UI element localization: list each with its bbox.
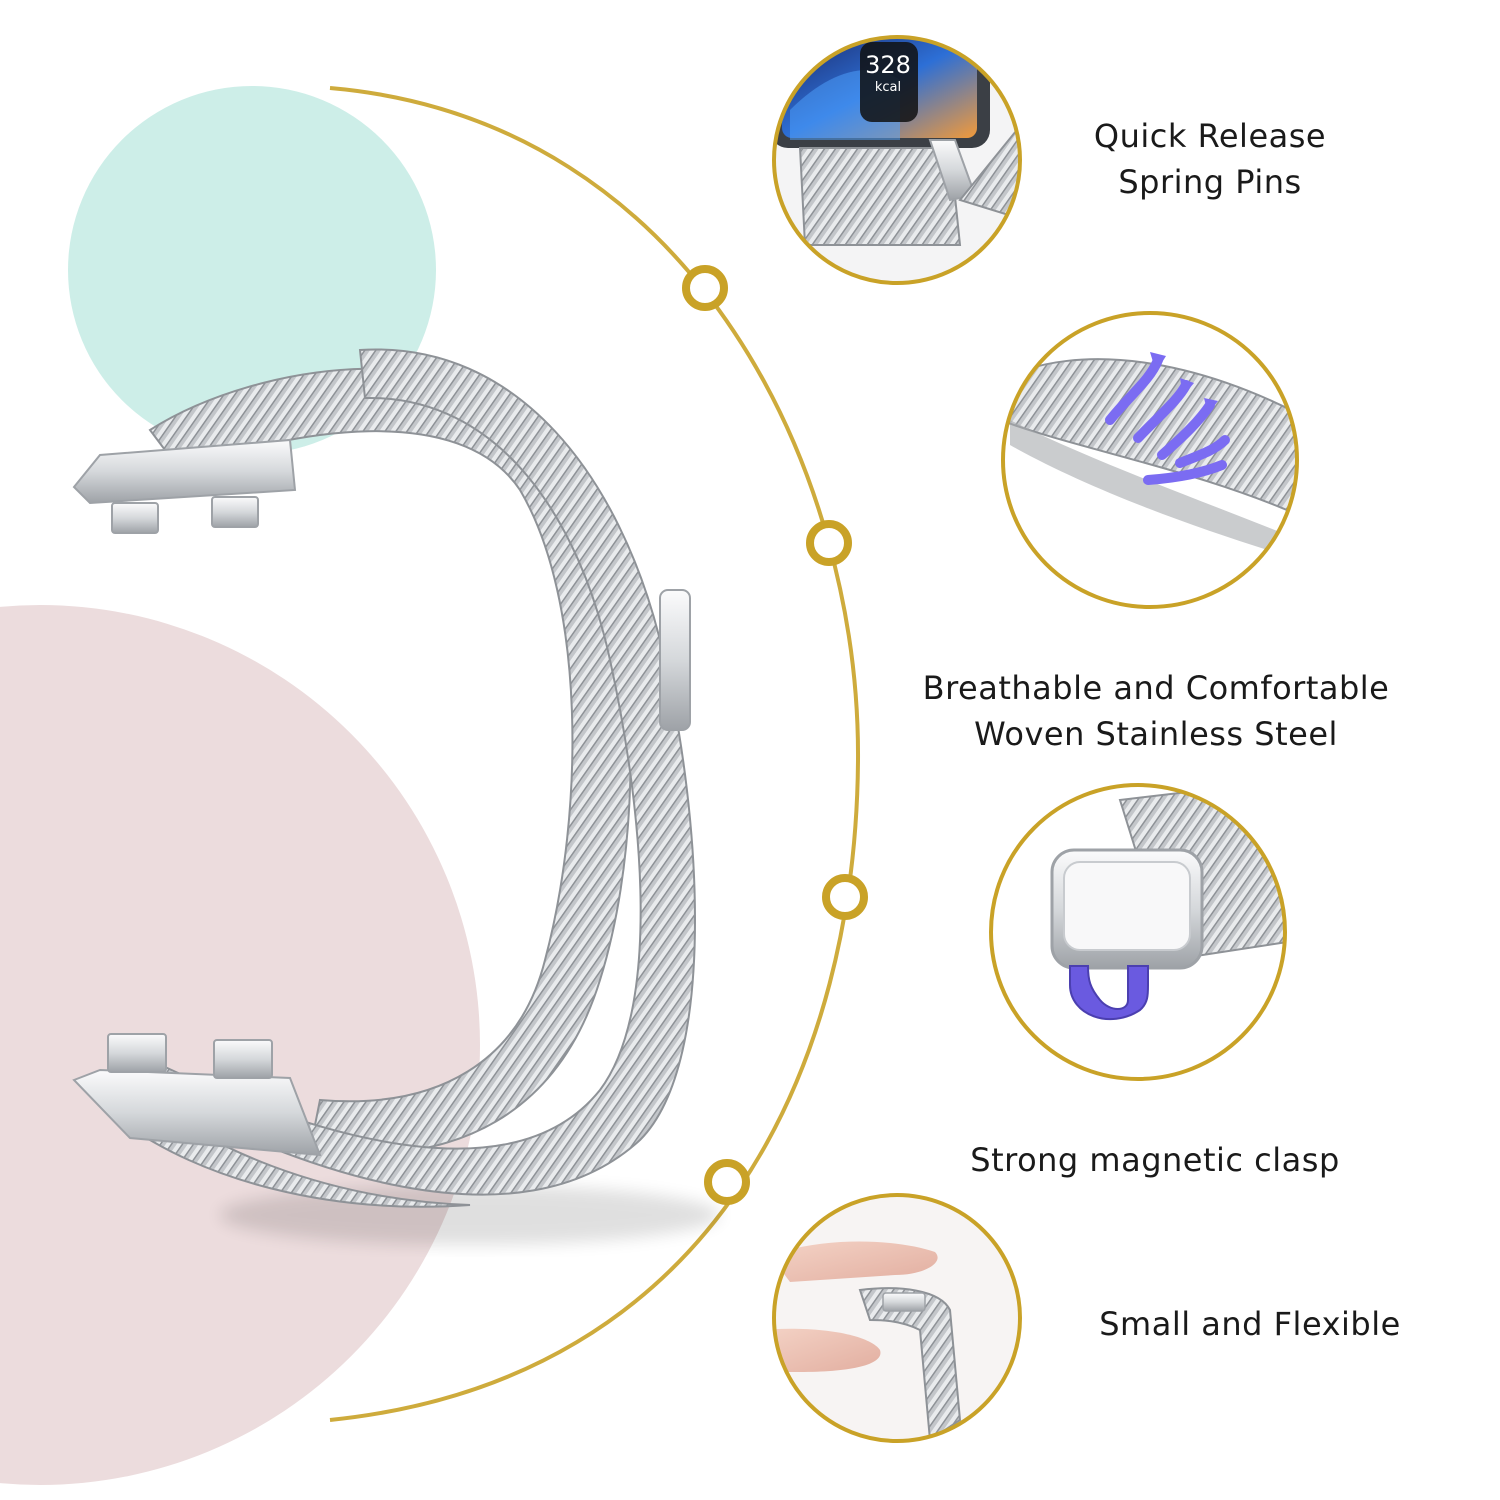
timeline-node-1 xyxy=(682,265,728,311)
feature-circle-quick-release xyxy=(772,35,1022,285)
feature-caption-magnetic: Strong magnetic clasp xyxy=(930,1137,1380,1183)
milanese-band xyxy=(72,348,720,1245)
timeline-node-4 xyxy=(704,1159,750,1205)
caption-line: Small and Flexible xyxy=(1099,1305,1401,1343)
mint-background-circle xyxy=(68,86,436,454)
feature-circle-magnetic xyxy=(989,783,1287,1081)
top-connector xyxy=(72,438,297,534)
caption-line: Breathable and Comfortable xyxy=(922,669,1390,707)
feature-caption-quick-release: Quick Release Spring Pins xyxy=(1010,113,1410,205)
calories-unit: kcal xyxy=(875,80,901,95)
gold-timeline-arc xyxy=(329,86,861,1422)
timeline-node-3 xyxy=(822,874,868,920)
caption-line: Strong magnetic clasp xyxy=(970,1141,1340,1179)
caption-line: Quick Release xyxy=(1093,117,1327,155)
bottom-connector xyxy=(72,1033,322,1157)
feature-caption-breathable: Breathable and Comfortable Woven Stainle… xyxy=(896,665,1416,757)
caption-line: Woven Stainless Steel xyxy=(974,715,1338,753)
feature-caption-flexible: Small and Flexible xyxy=(1070,1301,1430,1347)
feature-circle-breathable xyxy=(1001,311,1299,609)
magnet-icon xyxy=(1069,965,1149,1020)
caption-line: Spring Pins xyxy=(1118,163,1302,201)
feature-circle-flexible xyxy=(772,1193,1022,1443)
timeline-node-2 xyxy=(806,520,852,566)
calories-value: 328 xyxy=(865,51,911,79)
